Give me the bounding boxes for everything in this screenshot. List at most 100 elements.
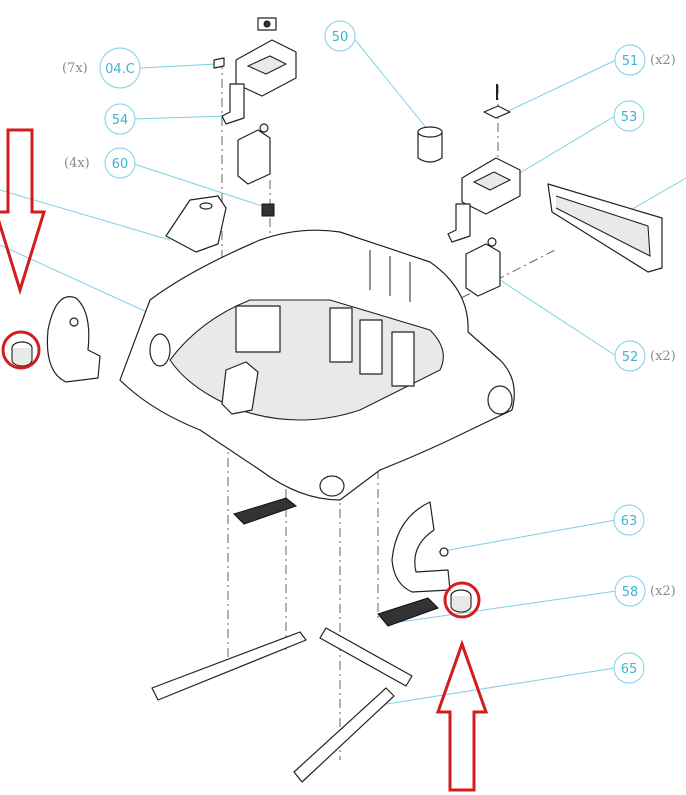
leader-53: [514, 115, 616, 177]
washer-51: [483, 105, 511, 119]
leader-65: [379, 667, 616, 706]
clip-52: [465, 243, 501, 297]
red-arrow-up: [435, 639, 489, 792]
chassis-front-hub: [319, 475, 345, 497]
cover-63-body: [391, 501, 451, 593]
filter-pads: [233, 497, 439, 627]
callout-51-circle: [614, 44, 646, 76]
callout-63-circle: [613, 504, 645, 536]
callout-60-circle: [104, 147, 136, 179]
callout-63: 63: [613, 504, 645, 536]
part-53-bracket: [447, 84, 521, 297]
mount-hole: [199, 202, 213, 210]
callout-53-circle: [613, 100, 645, 132]
callout-52-label: 52: [622, 350, 639, 365]
callout-52-circle: [614, 340, 646, 372]
filter-pad-right: [377, 597, 439, 627]
callout-53-label: 53: [621, 110, 638, 125]
callout-04c: 04.C (7x): [62, 47, 141, 89]
chassis-post: [221, 361, 259, 415]
callout-65: 65: [613, 652, 645, 684]
red-arrow-down: [0, 128, 47, 296]
rail-left: [151, 631, 307, 701]
leader-63: [437, 519, 617, 553]
chassis-right-hub: [487, 385, 513, 415]
roller-right-body: [450, 596, 472, 613]
left-cover-hole: [69, 317, 79, 327]
callout-52: 52 (x2): [614, 340, 676, 372]
part-65-rails: [151, 627, 413, 783]
leader-58: [399, 590, 617, 623]
leader-54: [132, 115, 229, 120]
red-highlights: [0, 128, 489, 792]
leader-60: [133, 163, 263, 207]
callout-51-label: 51: [622, 54, 639, 69]
part-60-nut: [261, 203, 275, 217]
cover-inner: [555, 195, 651, 257]
part-right-cover: [547, 183, 663, 273]
callout-58-circle: [614, 575, 646, 607]
rail-bottom: [293, 687, 395, 783]
chassis-rib-2: [359, 319, 383, 375]
part-left-wheel-cover: [46, 296, 101, 383]
bracket-clip: [237, 129, 271, 185]
left-cover-body: [46, 296, 101, 383]
part-58-roller-right: [450, 589, 472, 613]
leader-52: [499, 279, 617, 357]
callout-58-label: 58: [622, 585, 639, 600]
callout-04c-circle: [99, 47, 141, 89]
cover-63-hole: [439, 547, 449, 557]
callout-50-circle: [324, 20, 356, 52]
callout-54-label: 54: [112, 113, 129, 128]
highlight-circle-right: [443, 581, 481, 619]
callout-58-qty: (x2): [650, 584, 676, 599]
part-63-wheel-cover: [391, 501, 451, 593]
callout-60-label: 60: [112, 157, 129, 172]
callout-51-qty: (x2): [650, 53, 676, 68]
highlight-circle-left: [1, 330, 41, 370]
rail-middle: [319, 627, 413, 687]
chassis-rib-1: [329, 307, 353, 363]
callout-53: 53: [613, 100, 645, 132]
part-50-cap: [417, 126, 443, 163]
callout-50: 50: [324, 20, 356, 52]
chassis-box-left: [235, 305, 281, 353]
clip-52-pin: [487, 237, 497, 247]
callout-58: 58 (x2): [614, 575, 676, 607]
callout-54: 54: [104, 103, 136, 135]
callout-54-circle: [104, 103, 136, 135]
callout-60-qty: (4x): [64, 156, 90, 171]
filter-pad-left: [233, 497, 298, 525]
leader-50: [351, 35, 429, 131]
bracket-53-slot: [472, 171, 512, 191]
chassis-side-port: [149, 333, 171, 367]
leader-51: [499, 59, 617, 116]
callout-65-circle: [613, 652, 645, 684]
callout-65-label: 65: [621, 662, 638, 677]
mount-block-body: [165, 195, 227, 253]
roller-left-body: [11, 348, 33, 367]
callout-50-label: 50: [332, 30, 349, 45]
part-54-bracket: [213, 17, 297, 185]
pad-hole: [263, 20, 271, 28]
part-mount-block: [165, 195, 227, 253]
screw-head: [213, 57, 225, 69]
nut: [261, 203, 275, 217]
callout-63-label: 63: [621, 514, 638, 529]
callout-51: 51 (x2): [614, 44, 676, 76]
leader-04c: [139, 63, 217, 69]
callout-04c-label: 04.C: [105, 62, 135, 77]
bracket-53-leg: [447, 203, 471, 243]
leader-edge-top: [0, 189, 171, 241]
callout-60: 60 (4x): [64, 147, 136, 179]
callout-52-qty: (x2): [650, 349, 676, 364]
clip-pin: [259, 123, 269, 133]
bracket-leg: [221, 83, 245, 125]
bracket-slot: [246, 55, 288, 75]
chassis-rib-3: [391, 331, 415, 387]
callout-04c-qty: (7x): [62, 61, 88, 76]
leader-edge-mid: [0, 244, 161, 319]
part-58-roller-left: [11, 341, 33, 367]
